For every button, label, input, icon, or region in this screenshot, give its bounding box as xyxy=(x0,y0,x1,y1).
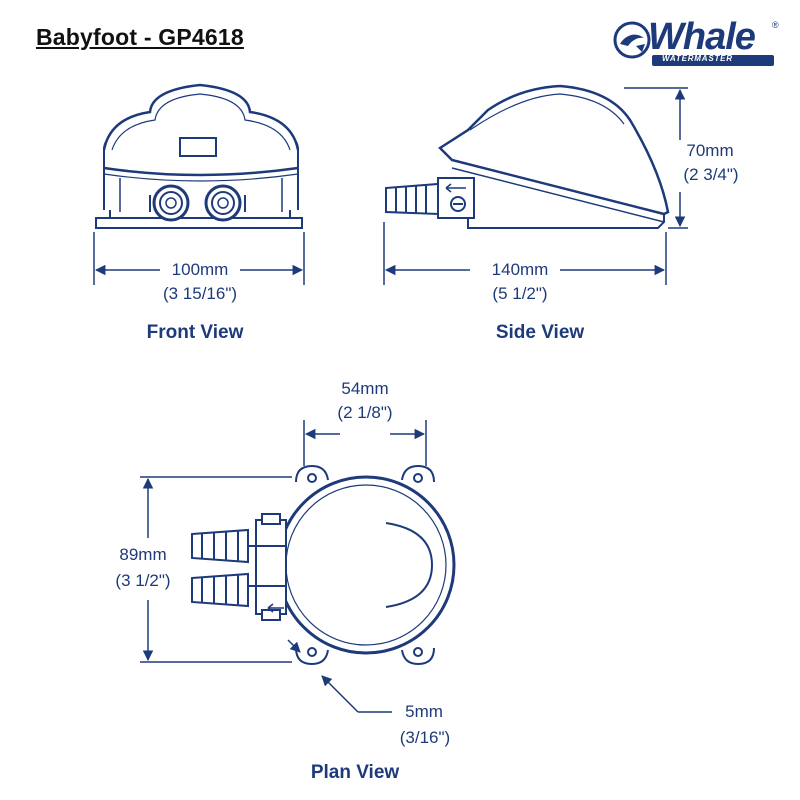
side-view-drawing xyxy=(385,84,670,229)
whale-tail-icon xyxy=(613,21,651,59)
front-view-drawing xyxy=(95,83,303,229)
front-width-mm: 100mm xyxy=(171,260,229,279)
plan-depth-in: (3 1/2") xyxy=(115,571,171,590)
front-width-in: (3 15/16") xyxy=(162,284,238,303)
plan-spacing-in: (2 1/8") xyxy=(337,403,393,422)
plan-depth-mm: 89mm xyxy=(119,545,167,564)
plan-view-drawing xyxy=(191,464,456,666)
plan-view-label: Plan View xyxy=(310,762,400,783)
side-view-label: Side View xyxy=(495,322,585,343)
plan-hole-in: (3/16") xyxy=(399,728,451,747)
plan-hole-leader xyxy=(287,639,392,713)
plan-spacing-mm: 54mm xyxy=(341,379,389,398)
side-height-in: (2 3/4") xyxy=(683,165,739,184)
whale-logo: Whale ® WATERMASTER xyxy=(612,16,779,70)
logo-bar xyxy=(652,55,774,66)
plan-spacing-dimension xyxy=(303,420,427,466)
front-view-label: Front View xyxy=(146,322,244,343)
side-length-in: (5 1/2") xyxy=(492,284,548,303)
registered-mark: ® xyxy=(772,20,779,30)
side-length-dimension xyxy=(383,222,667,285)
page-title: Babyfoot - GP4618 xyxy=(36,24,244,50)
side-length-mm: 140mm xyxy=(491,260,549,279)
logo-subtitle: WATERMASTER xyxy=(662,54,733,63)
plan-hole-mm: 5mm xyxy=(405,702,443,721)
logo-wordmark: Whale xyxy=(648,16,756,58)
side-height-dimension xyxy=(624,87,688,229)
front-width-dimension xyxy=(93,232,305,285)
side-height-mm: 70mm xyxy=(686,141,734,160)
plan-depth-dimension xyxy=(140,476,292,663)
